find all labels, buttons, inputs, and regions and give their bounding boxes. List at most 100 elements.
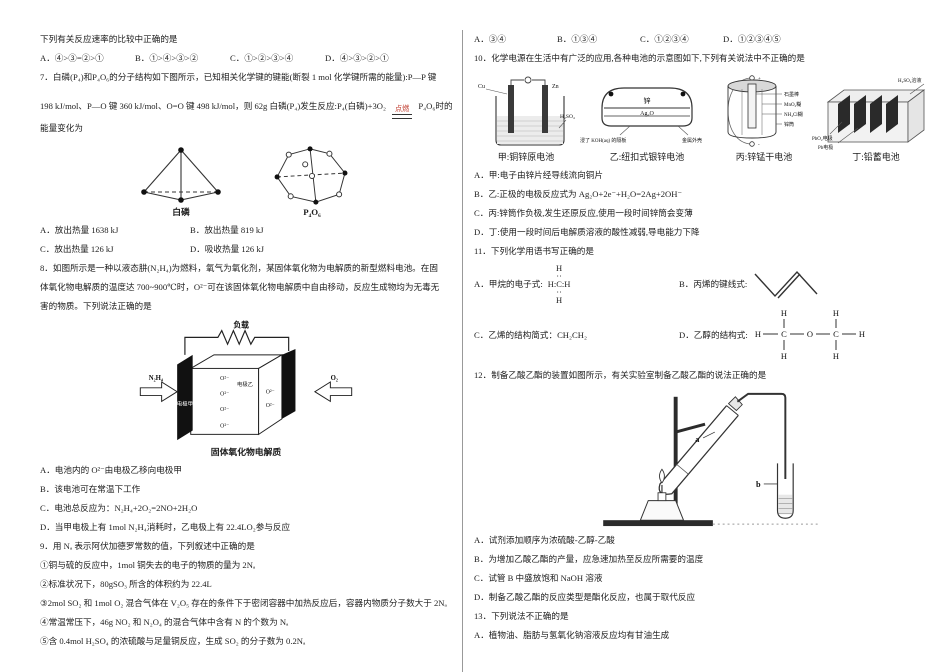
battery-cuzn-figure: Cu Zn H₂SO₄ 甲:铜锌原电池: [474, 76, 578, 164]
battery-leadacid-figure: H₂SO₄溶液 PbO₂电极 Pb电极 丁:铅蓄电池: [812, 72, 940, 164]
atoms: H C O C H H H H H: [755, 308, 865, 361]
q12-option-b: B．为增加乙酸乙酯的产量，应急速加热至反应所需要的温度: [474, 554, 704, 564]
svg-text:O²⁻: O²⁻: [266, 390, 275, 396]
circuit-wire-and-resistor: [184, 329, 290, 355]
cu-label: Cu: [478, 84, 485, 90]
svg-text:O²⁻: O²⁻: [220, 392, 229, 398]
meter-icon: [524, 76, 532, 84]
q6-option-a: A．④>③=②>①: [40, 53, 104, 63]
copper-electrode: [508, 85, 514, 133]
q11-option-b-label: B．丙烯的键线式:: [679, 279, 748, 289]
can-label: 锌筒: [784, 121, 794, 128]
condition-text: 点燃: [394, 105, 410, 113]
q9-option-d: D．①②③④⑤: [723, 34, 781, 44]
pb-label: Pb电极: [818, 144, 833, 150]
reaction-equals-line: [391, 114, 413, 119]
q6-stem: 下列有关反应速率的比较中正确的是: [40, 34, 178, 44]
reaction-condition: 点燃: [391, 105, 413, 119]
phosphorus-atoms: [274, 146, 348, 205]
fuel-label: N₂H₄: [149, 375, 163, 382]
box-front-face: [190, 367, 260, 435]
propene-skeletal-formula: [751, 264, 821, 304]
q11-option-c-text: C．乙烯的结构简式：CH₂CH₂: [474, 330, 587, 340]
q9-options: A．③④ B．①③④ C．①②③④ D．①②③④⑤: [474, 30, 940, 49]
svg-text:O²⁻: O²⁻: [220, 376, 229, 382]
acid-leader: [558, 119, 567, 129]
cell-shell: [601, 87, 693, 127]
cuzn-cell-svg: Cu Zn H₂SO₄: [478, 76, 575, 146]
lewis-top-h: H: [556, 263, 563, 273]
q6-option-c: C．①>②>③>④: [230, 53, 294, 63]
q9-item-1: ①铜与硫的反应中，1mol 铜失去的电子的物质的量为 2Nₐ: [40, 560, 256, 570]
q7-stem-line2: 198 kJ/mol、P—O 键 360 kJ/mol、O=O 键 498 kJ…: [40, 93, 452, 119]
zn-label: Zn: [552, 84, 559, 90]
q11-option-a: A．甲烷的电子式: H ·· H:C:H ·· H: [474, 263, 679, 305]
tube-mouth: [726, 405, 739, 416]
acid-label: H₂SO₄: [560, 114, 575, 120]
q7-option-b: B．放出热量 819 kJ: [190, 225, 264, 235]
acid-label: H₂SO₄溶液: [898, 77, 922, 84]
atom-c: C: [781, 329, 787, 339]
p4o6-figure: P₄O₆: [270, 144, 354, 219]
q9-option-c: C．①②③④: [640, 34, 689, 44]
q12-option-a: A．试剂添加顺序为浓硫酸-乙醇-乙酸: [474, 535, 615, 545]
tetrahedron-edges: [143, 149, 219, 201]
q8-option-c: C．电池总反应为：N₂H₄+2O₂=2NO+2H₂O: [40, 503, 198, 513]
q6-option-d: D．④>③>②>①: [325, 53, 389, 63]
structural-formula-svg: H C O C H H H H H: [755, 308, 865, 361]
mno2-label: MnO₂糊: [784, 101, 801, 108]
shell-leader: [677, 125, 689, 136]
clamp: [675, 422, 706, 434]
atom-h: H: [781, 351, 787, 361]
negative-terminal: [749, 141, 755, 147]
liquid-level-line: [676, 464, 689, 475]
reaction-test-tube: [658, 405, 739, 495]
ester-apparatus-svg: a b: [603, 392, 821, 527]
lewis-bottom-h: H: [556, 295, 563, 305]
methane-electron-dot-formula: H ·· H:C:H ·· H: [548, 263, 571, 305]
stand-base: [603, 520, 713, 527]
minus-sign: -: [758, 143, 760, 148]
atom-o: O: [807, 329, 813, 339]
white-phosphorus-label: 白磷: [172, 207, 190, 217]
label-leaders: [756, 93, 782, 125]
q7-options-row1: A．放出热量 1638 kJ B．放出热量 819 kJ: [40, 221, 452, 240]
label-b: b: [756, 480, 761, 489]
q7-line2-post: P₄O₆时的: [418, 101, 452, 111]
electrode-right-slab: [281, 349, 296, 419]
q8-option-d: D．当甲电极上有 1mol N₂H₄消耗时，乙电极上有 22.4LO₂参与反应: [40, 522, 291, 532]
q8-stem-line1: 8．如图所示是一种以液态肼(N₂H₄)为燃料，氧气为氧化剂，某固体氧化物为电解质…: [40, 263, 438, 273]
lewis-top-pair: ··: [556, 271, 562, 281]
pbo2-leader: [829, 121, 843, 135]
rod-label: 石墨棒: [784, 91, 799, 98]
q7-figures: 白磷: [40, 144, 452, 219]
liquid-hatch: [778, 498, 793, 514]
oxidant-label: O₂: [331, 375, 338, 382]
beaker-outline: [495, 96, 565, 146]
drycell-labels: 石墨棒 MnO₂糊 NH₄Cl糊 锌筒: [784, 91, 803, 128]
q10-option-a: A．甲:电子由锌片经导线流向铜片: [474, 170, 603, 180]
pbo2-label: PbO₂电极: [812, 135, 833, 142]
collecting-test-tube: [776, 463, 794, 519]
q11-row-cd: C．乙烯的结构简式：CH₂CH₂ D．乙醇的结构式: H C O C H H H: [474, 307, 940, 363]
q7-line2-pre: 198 kJ/mol、P—O 键 360 kJ/mol、O=O 键 498 kJ…: [40, 101, 386, 111]
q9-item-3: ③2mol SO₂ 和 1mol O₂ 混合气体在 V₂O₅ 存在的条件下于密闭…: [40, 598, 447, 608]
q11-option-c: C．乙烯的结构简式：CH₂CH₂: [474, 329, 679, 341]
white-phosphorus-structure-svg: [141, 147, 221, 203]
bonds: [762, 319, 856, 350]
q8-option-b: B．该电池可在常温下工作: [40, 484, 141, 494]
delivery-tube: [736, 392, 787, 480]
load-label: 负载: [233, 320, 249, 330]
left-column: 下列有关反应速率的比较中正确的是 A．④>③=②>① B．①>④>③>② C．①…: [40, 30, 462, 672]
lamp-cap: [657, 492, 667, 502]
q10-option-b: B．乙:正极的电极反应式为 Ag₂O+2e⁻+H₂O=2Ag+2OH⁻: [474, 189, 682, 199]
collected-liquid: [778, 494, 793, 515]
q9-option-a: A．③④: [474, 34, 506, 44]
q12-option-c: C．试管 B 中盛放饱和 NaOH 溶液: [474, 573, 603, 583]
q13-stem: 13．下列说法不正确的是: [474, 611, 569, 621]
electrolyte-caption: 固体氧化物电解质: [210, 447, 282, 457]
q9-item-5: ⑤含 0.4mol H₂SO₄ 的浓硫酸与足量铜反应，生成 SO₂ 的分子数为 …: [40, 636, 306, 646]
battery-leadacid-caption: 丁:铅蓄电池: [852, 152, 900, 162]
atom-h: H: [833, 308, 839, 318]
